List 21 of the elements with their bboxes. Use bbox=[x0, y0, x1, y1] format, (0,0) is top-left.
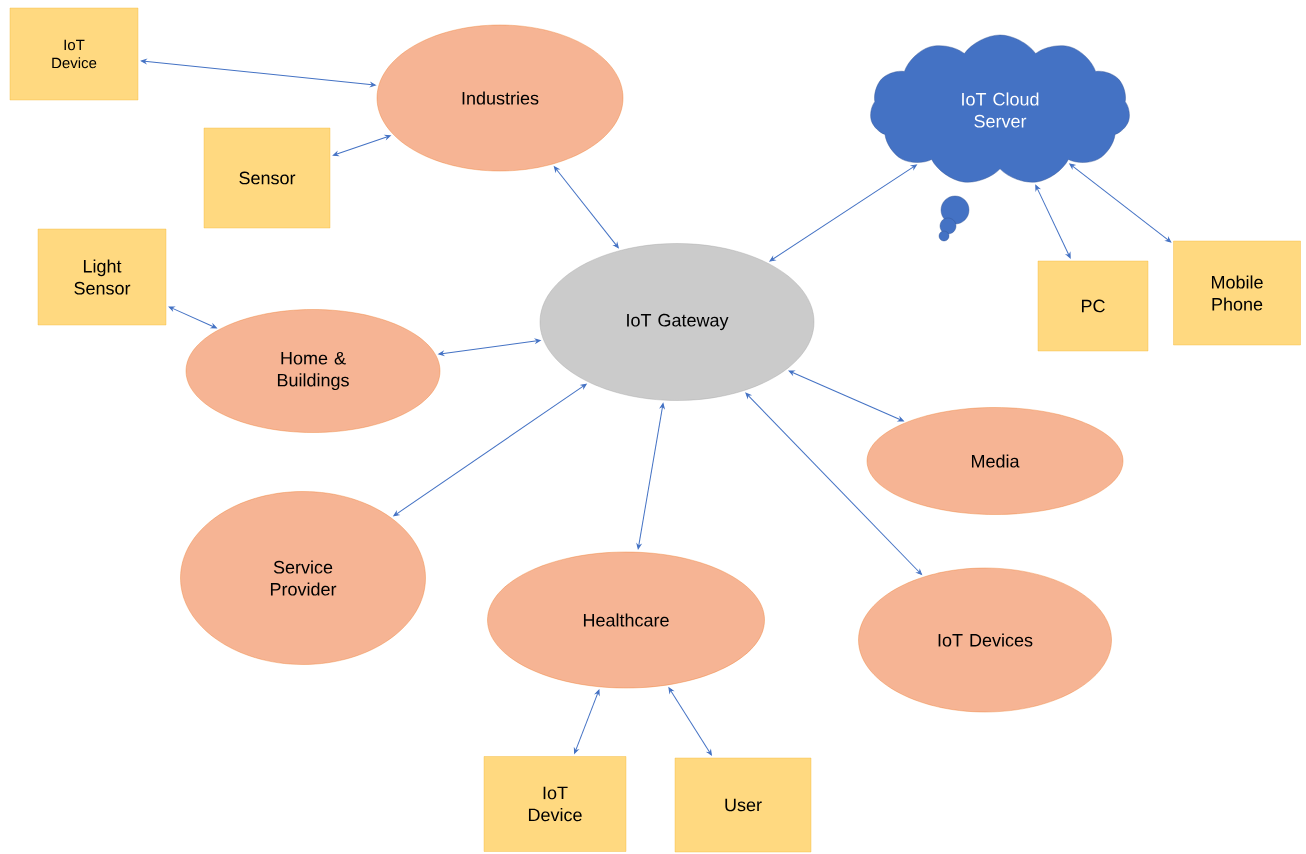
device-box: IoT Device bbox=[9, 7, 139, 101]
device-box: Light Sensor bbox=[37, 228, 167, 326]
arrow bbox=[438, 338, 541, 356]
arrow bbox=[168, 306, 217, 329]
device-box: PC bbox=[1037, 260, 1149, 352]
device-box: IoT Device bbox=[483, 756, 627, 852]
arrow bbox=[769, 164, 917, 262]
device-box: Mobile Phone bbox=[1173, 240, 1301, 346]
arrow bbox=[332, 134, 391, 157]
arrow bbox=[140, 59, 376, 87]
arrow bbox=[393, 383, 587, 517]
arrow bbox=[636, 403, 665, 550]
arrow bbox=[788, 370, 904, 422]
arrow bbox=[573, 689, 600, 754]
arrow bbox=[668, 687, 712, 756]
arrow bbox=[553, 166, 619, 249]
device-box: User bbox=[674, 757, 812, 853]
arrow bbox=[1069, 163, 1172, 243]
arrow bbox=[1035, 184, 1071, 259]
arrow bbox=[745, 392, 922, 575]
device-box: Sensor bbox=[203, 127, 331, 229]
